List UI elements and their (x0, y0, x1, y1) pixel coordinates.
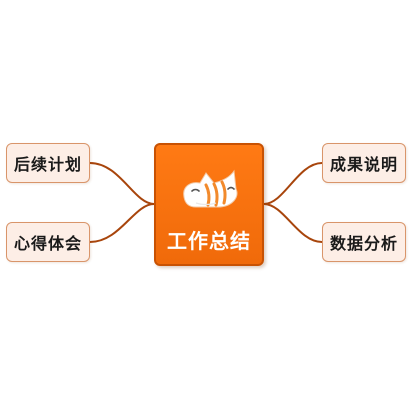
topic-experience[interactable]: 心得体会 (6, 222, 90, 262)
connector-right-bottom (263, 203, 323, 243)
central-topic-label: 工作总结 (167, 229, 251, 253)
connector-left-top (89, 162, 155, 205)
cat-icon (183, 169, 238, 208)
topic-follow-up-plan[interactable]: 后续计划 (6, 143, 90, 183)
topic-results[interactable]: 成果说明 (322, 143, 406, 183)
central-topic[interactable]: 工作总结 (154, 143, 264, 266)
connector-left-bottom (89, 203, 155, 243)
topic-data-analysis[interactable]: 数据分析 (322, 222, 406, 262)
connector-right-top (263, 162, 323, 205)
